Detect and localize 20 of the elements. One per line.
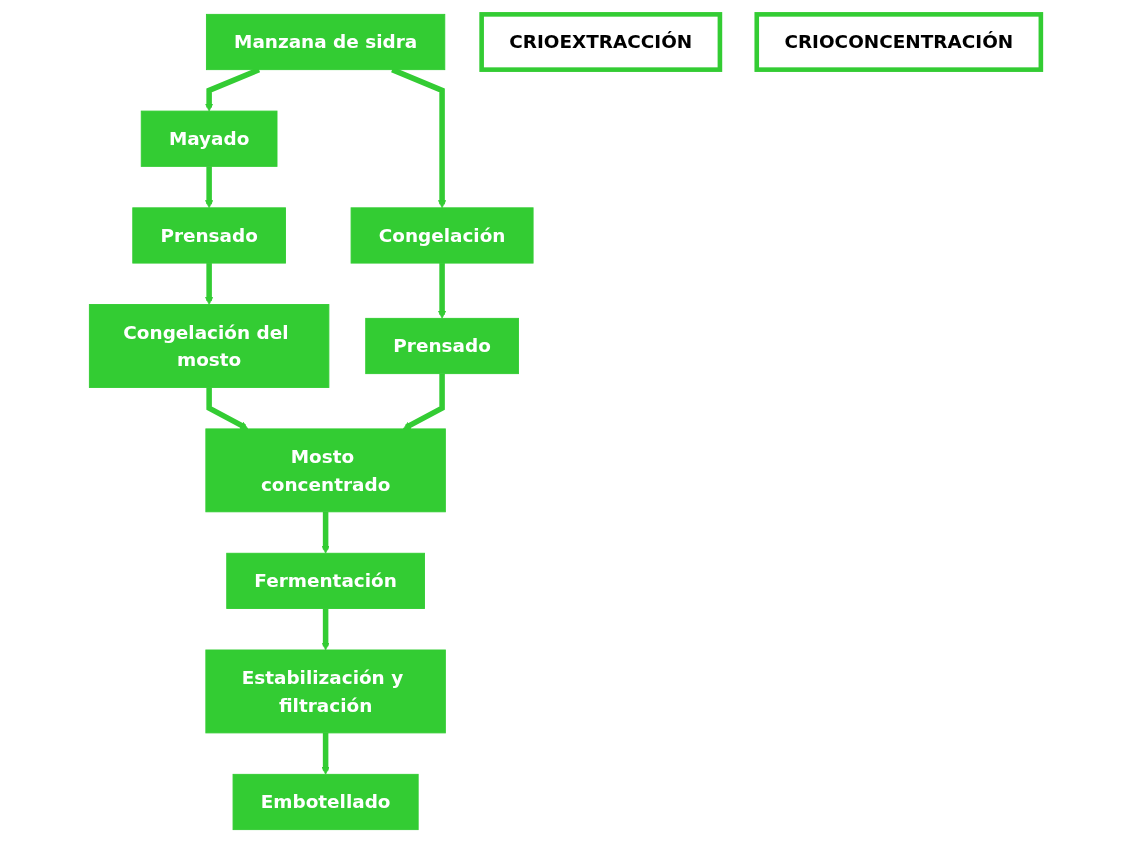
node-box: Fermentación (226, 552, 425, 609)
node-box: Mayado (140, 110, 278, 167)
arrow (437, 262, 446, 319)
arrow (204, 165, 214, 208)
arrow (402, 373, 445, 430)
node-box: Congelación del mosto (88, 303, 330, 388)
node-box: Prensado (132, 206, 286, 264)
arrow (321, 732, 330, 775)
node-box: Embotellado (232, 773, 419, 830)
node-box: CRIOCONCENTRACIÓN (754, 11, 1044, 72)
arrow (321, 511, 330, 554)
arrow (321, 608, 330, 650)
node-box: Manzana de sidra (205, 13, 446, 70)
node-box: Congelación (350, 206, 534, 264)
node-box: CRIOEXTRACCIÓN (479, 11, 723, 72)
node-box: Estabilización y filtración (205, 649, 446, 733)
node-box: Mosto concentrado (205, 427, 446, 512)
arrow (204, 262, 214, 305)
arrow (206, 386, 249, 430)
node-box: Prensado (365, 317, 519, 374)
